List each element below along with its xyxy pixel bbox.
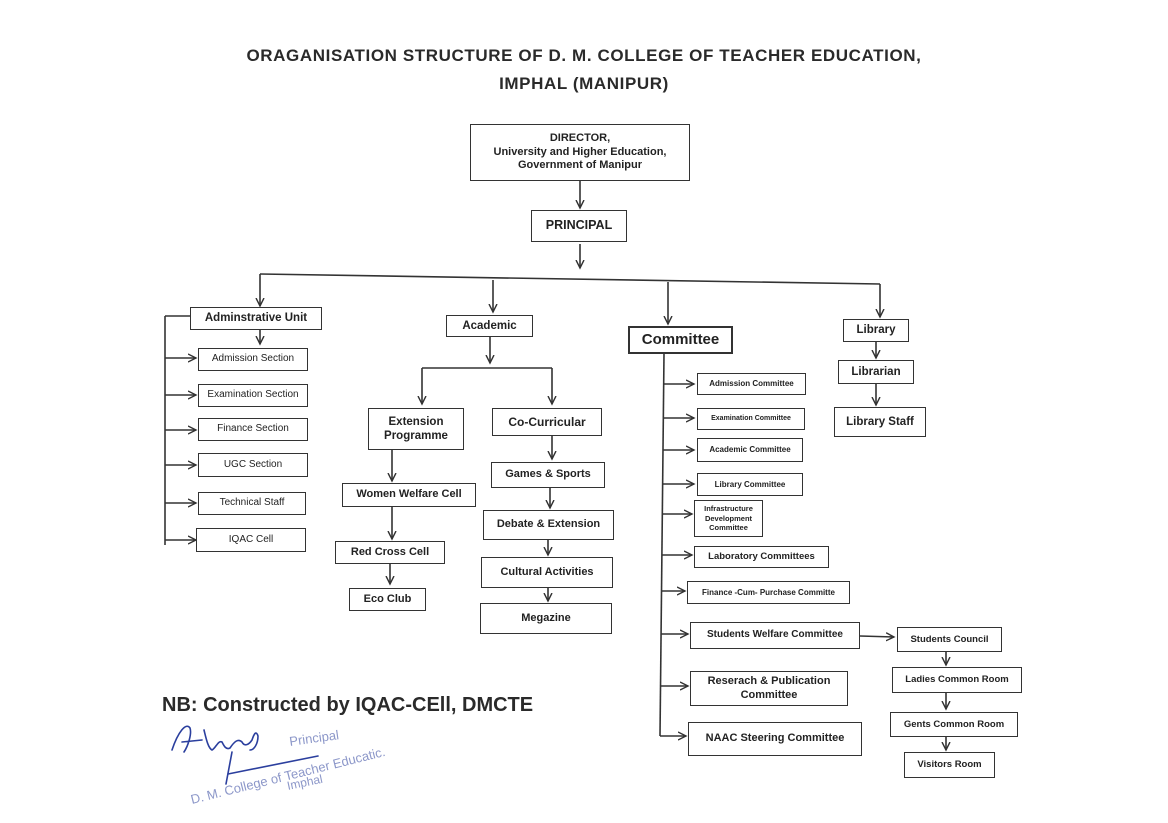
- library-staff-box: Library Staff: [834, 407, 926, 437]
- administrative-unit-box: Adminstrative Unit: [190, 307, 322, 330]
- games-sports-box: Games & Sports: [491, 462, 605, 488]
- examination-committee-box: Examination Committee: [697, 408, 805, 430]
- iqac-cell-box: IQAC Cell: [196, 528, 306, 552]
- principal-box: PRINCIPAL: [531, 210, 627, 242]
- director-box: DIRECTOR, University and Higher Educatio…: [470, 124, 690, 181]
- students-council-box: Students Council: [897, 627, 1002, 652]
- finance-section-box: Finance Section: [198, 418, 308, 441]
- ugc-section-box: UGC Section: [198, 453, 308, 477]
- visitors-room-box: Visitors Room: [904, 752, 995, 778]
- stamp-role-text: Principal: [288, 727, 340, 749]
- committee-box: Committee: [628, 326, 733, 354]
- cultural-activities-box: Cultural Activities: [481, 557, 613, 588]
- technical-staff-box: Technical Staff: [198, 492, 306, 515]
- academic-committee-box: Academic Committee: [697, 438, 803, 462]
- students-welfare-committee-box: Students Welfare Committee: [690, 622, 860, 649]
- research-publication-committee-box: Reserach & Publication Committee: [690, 671, 848, 706]
- chart-title-line1: ORAGANISATION STRUCTURE OF D. M. COLLEGE…: [246, 46, 922, 65]
- red-cross-cell-box: Red Cross Cell: [335, 541, 445, 564]
- admission-committee-box: Admission Committee: [697, 373, 806, 395]
- academic-box: Academic: [446, 315, 533, 337]
- gents-common-room-box: Gents Common Room: [890, 712, 1018, 737]
- naac-steering-committee-box: NAAC Steering Committee: [688, 722, 862, 756]
- chart-title-line2: IMPHAL (MANIPUR): [499, 74, 669, 93]
- extension-programme-line1: Extension: [388, 415, 444, 428]
- extension-programme-line2: Programme: [384, 430, 448, 442]
- director-line2: University and Higher Education,: [493, 145, 667, 158]
- eco-club-box: Eco Club: [349, 588, 426, 611]
- stamp-college-text: D. M. College of Teacher Educatic.: [189, 744, 387, 807]
- women-welfare-cell-box: Women Welfare Cell: [342, 483, 476, 507]
- ladies-common-room-box: Ladies Common Room: [892, 667, 1022, 693]
- library-committee-box: Library Committee: [697, 473, 803, 496]
- finance-purchase-committee-box: Finance -Cum- Purchase Committe: [687, 581, 850, 604]
- admission-section-box: Admission Section: [198, 348, 308, 371]
- library-box: Library: [843, 319, 909, 342]
- constructed-by-note: NB: Constructed by IQAC-CEll, DMCTE: [162, 694, 534, 716]
- co-curricular-box: Co-Curricular: [492, 408, 602, 436]
- director-line1: DIRECTOR,: [549, 131, 611, 144]
- infrastructure-development-committee-box: Infrastructure Development Committee: [694, 500, 763, 537]
- librarian-box: Librarian: [838, 360, 914, 384]
- director-line3: Government of Manipur: [517, 159, 643, 172]
- examination-section-box: Examination Section: [198, 384, 308, 407]
- extension-programme-box: Extension Programme: [368, 408, 464, 450]
- laboratory-committees-box: Laboratory Committees: [694, 546, 829, 568]
- principal-signature-stamp: Principal D. M. College of Teacher Educa…: [171, 725, 387, 807]
- debate-extension-box: Debate & Extension: [483, 510, 614, 540]
- megazine-box: Megazine: [480, 603, 612, 634]
